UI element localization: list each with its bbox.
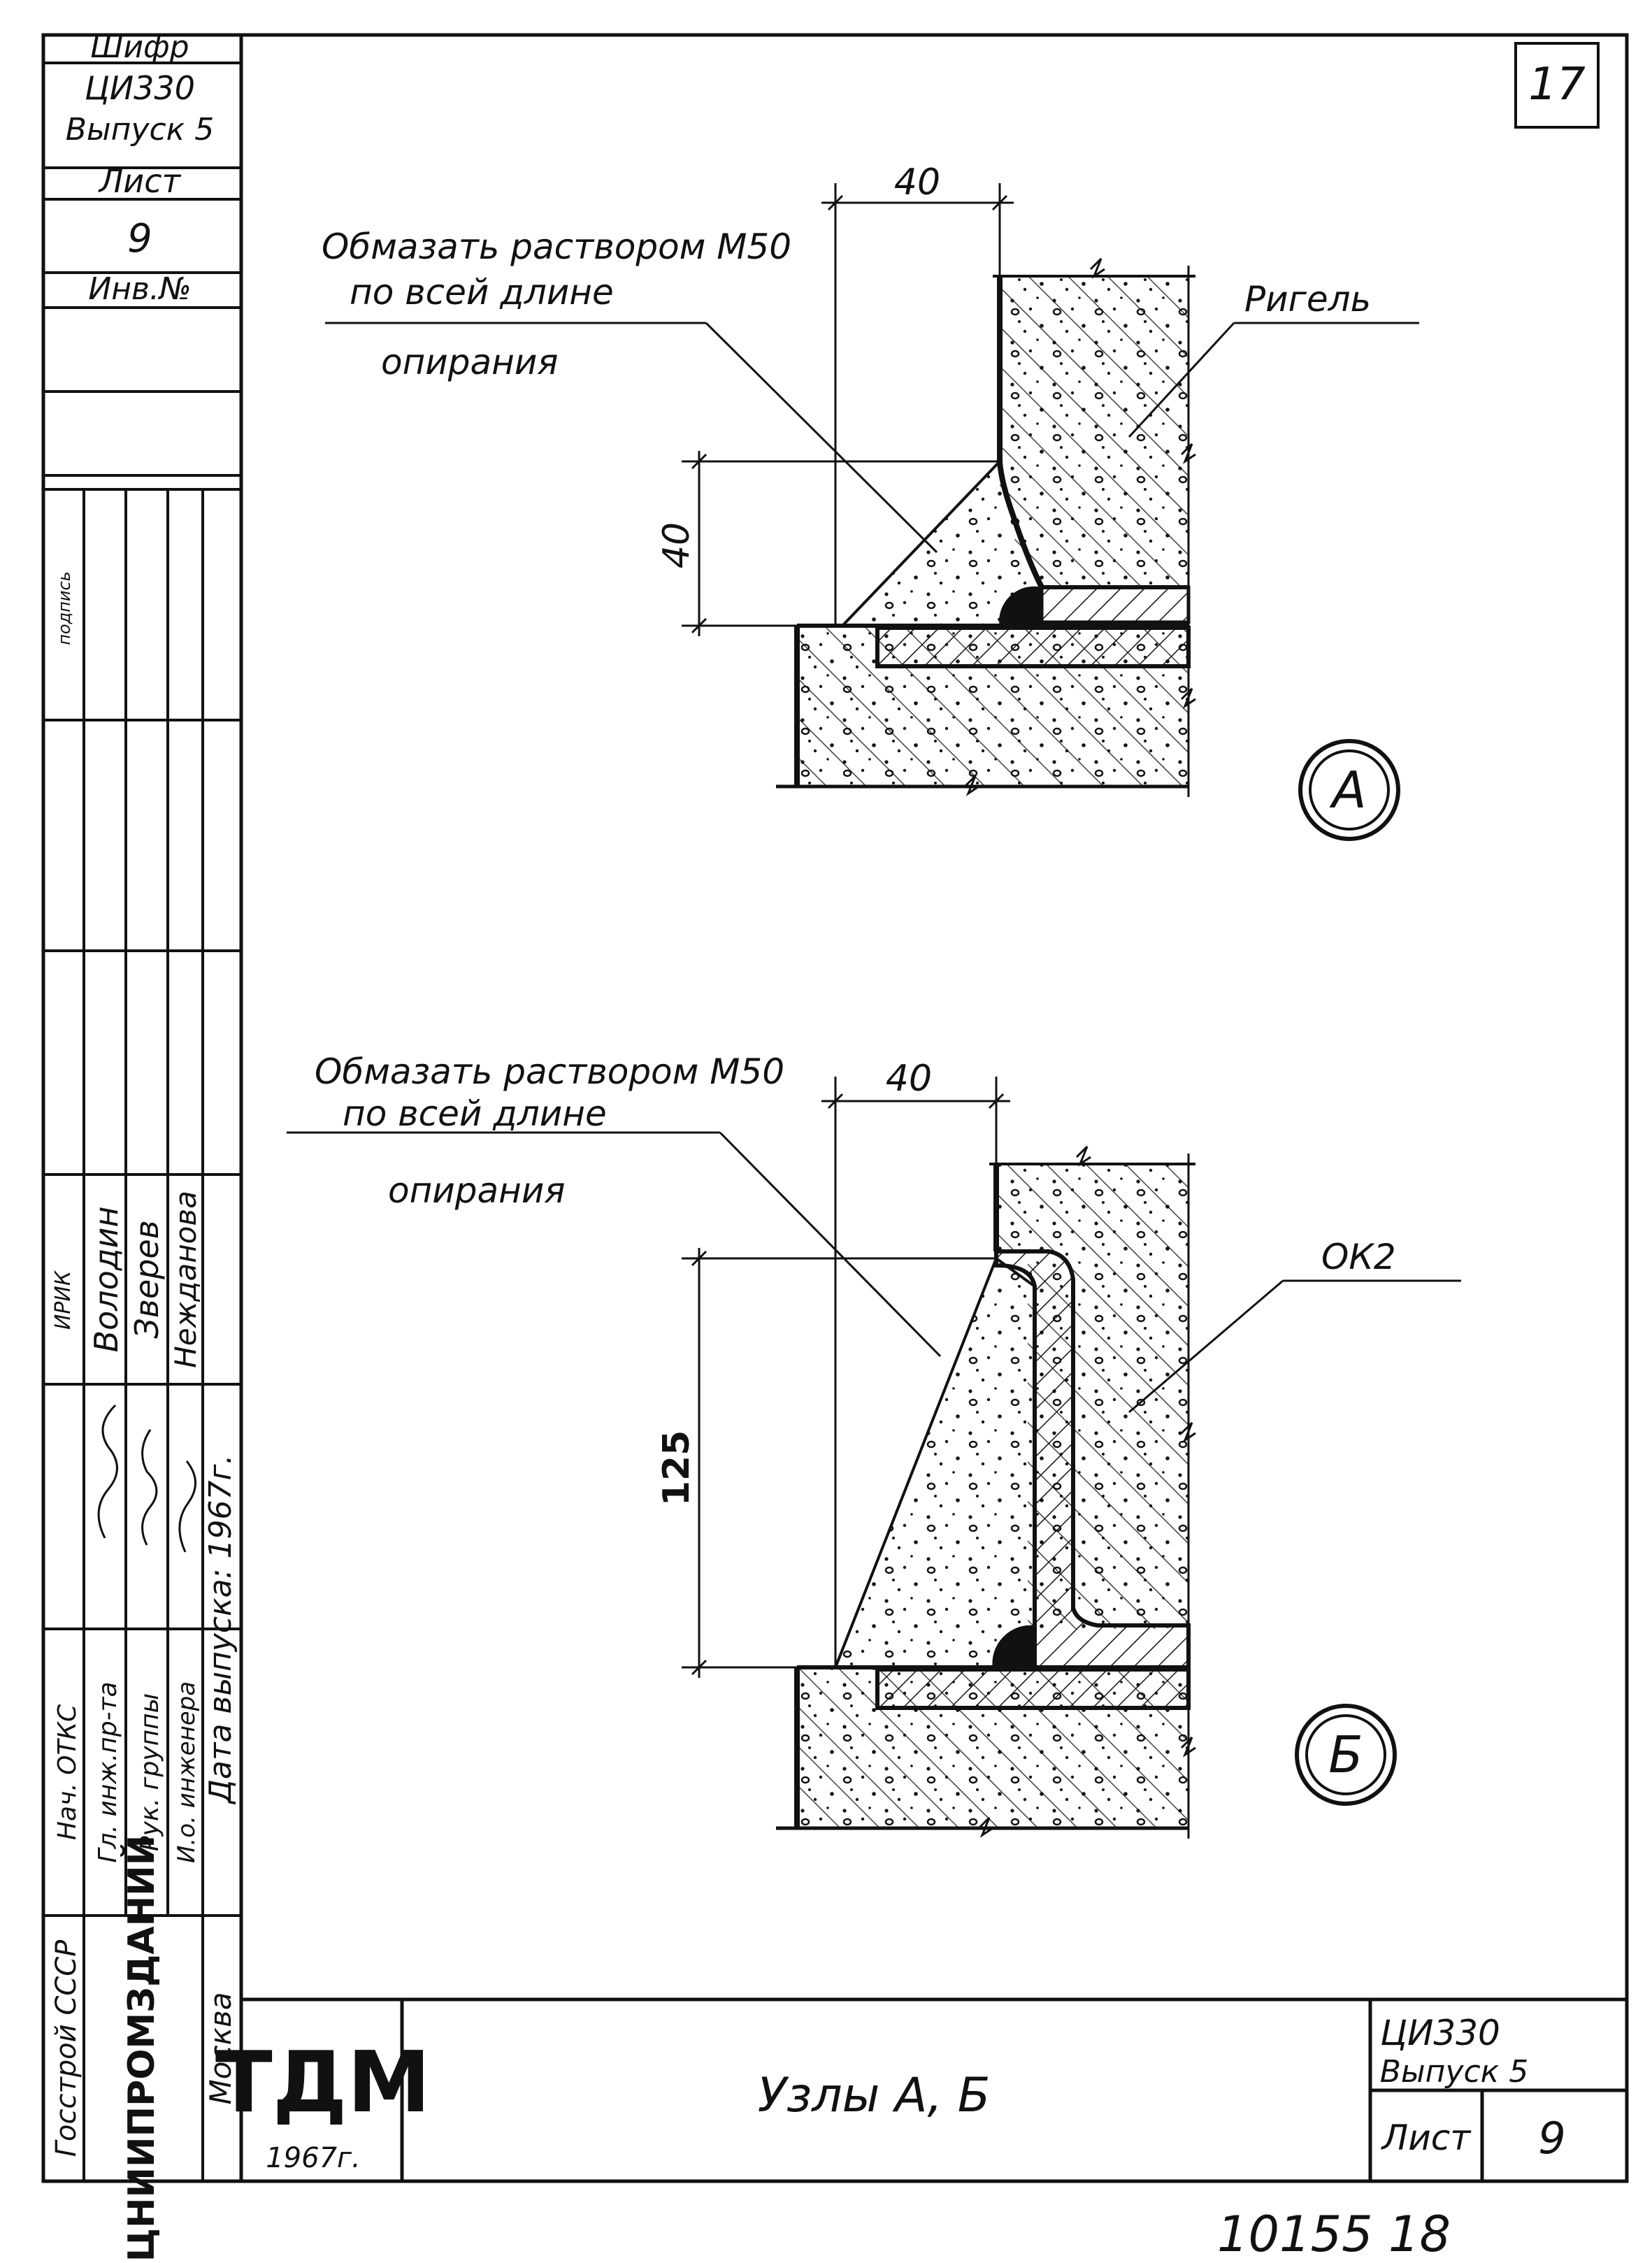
title-sheet-label: Лист (1381, 2118, 1472, 2158)
org-gosstroy: Госстрой СССР (50, 1939, 82, 2157)
node-b-note-1: Обмазать раствором М50 (315, 1051, 784, 1092)
page-number: 17 (1528, 59, 1586, 110)
title-code: ЦИ330 (1380, 2013, 1500, 2053)
name-1: Володин (87, 1206, 125, 1352)
node-b-label-ok: ОК2 (1321, 1237, 1396, 1277)
node-b-mortar (833, 1256, 1036, 1669)
node-a-marker: А (1329, 761, 1366, 819)
logo: ТДМ (215, 2034, 431, 2132)
side-stamp: Шифр ЦИ330 Выпуск 5 Лист 9 Инв.№ ИРИК по… (43, 29, 241, 2262)
issue-value: Выпуск 5 (66, 112, 214, 148)
role-1: Нач. ОТКС (53, 1704, 82, 1840)
node-a-note-3: опирания (381, 342, 558, 382)
node-a-plate (875, 626, 1191, 668)
role-2: Гл. инж.пр-та (94, 1681, 122, 1862)
node-b-plate (875, 1667, 1191, 1710)
node-a-mortar (839, 458, 1043, 627)
node-b-note-3: опирания (388, 1170, 565, 1211)
name-3: Нежданова (168, 1191, 203, 1368)
role-4: И.о. инженера (173, 1681, 201, 1863)
node-b-marker: Б (1328, 1725, 1363, 1784)
role-3: Рук. группы (136, 1693, 164, 1851)
inv-label: Инв.№ (88, 271, 191, 307)
node-a-weld (999, 586, 1042, 628)
node-a-dim-top: 40 (894, 161, 940, 203)
node-b-note-2: по всей длине (343, 1093, 607, 1134)
signature-mark: подпись (55, 571, 74, 645)
cipher-label: Шифр (90, 29, 189, 65)
logo-year: 1967г. (266, 2142, 361, 2174)
node-a-drawing: 40 40 Обмазать раствором М50 по всей дли… (322, 161, 1419, 841)
city: Москва (203, 1992, 238, 2105)
title-block: ТДМ 1967г. Узлы А, Б ЦИ330 Выпуск 5 Лист… (215, 1997, 1627, 2181)
drawing-title: Узлы А, Б (758, 2068, 991, 2123)
cipher-value: ЦИ330 (85, 69, 195, 107)
name-2: Зверев (128, 1220, 166, 1339)
signatures (97, 1404, 196, 1553)
title-sheet-value: 9 (1538, 2113, 1565, 2164)
node-a-note-2: по всей длине (350, 272, 614, 312)
node-b-angle (994, 1249, 1191, 1669)
title-issue: Выпуск 5 (1380, 2054, 1528, 2090)
bottom-number: 10155 18 (1217, 2206, 1451, 2263)
date-label: Дата выпуска: 1967г. (203, 1454, 238, 1804)
node-a-dim-left: 40 (656, 522, 698, 568)
node-b-drawing: 40 125 Обмазать раствором М50 по всей дл… (287, 1051, 1461, 1839)
sheet-label-side: Лист (98, 162, 182, 200)
node-b-weld (992, 1625, 1035, 1669)
node-b-dim-top: 40 (886, 1058, 932, 1100)
node-a-label-rigel: Ригель (1244, 279, 1371, 319)
node-a-note-1: Обмазать раствором М50 (322, 227, 791, 267)
sheet-value-side: 9 (127, 216, 152, 261)
node-b-dim-left: 125 (656, 1430, 698, 1507)
org-institute: ЦНИИПРОМЗДАНИЙ (120, 1835, 163, 2262)
col-header: ИРИК (51, 1270, 76, 1330)
